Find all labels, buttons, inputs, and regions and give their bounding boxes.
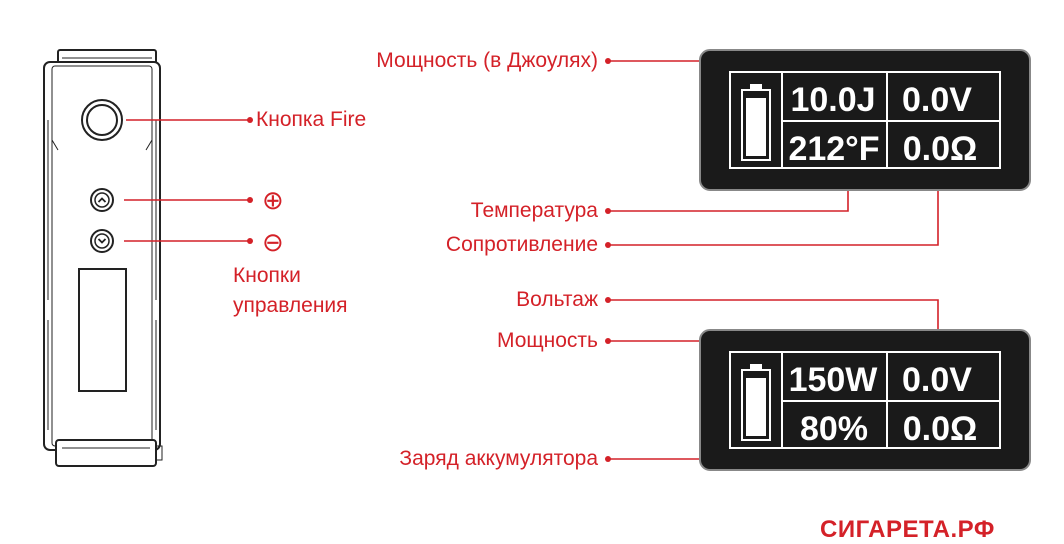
power-label: Мощность: [496, 329, 598, 352]
resistance-value: 0.0Ω: [903, 410, 978, 448]
chevron-up-icon: [97, 197, 107, 203]
display-screen-watts: 150W 0.0V 80% 0.0Ω: [699, 329, 1031, 471]
voltage-value: 0.0V: [902, 361, 972, 399]
control-buttons-label-line2: управления: [233, 294, 348, 317]
device: [43, 49, 163, 467]
device-screen: [78, 268, 127, 392]
resistance-value: 0.0Ω: [903, 130, 978, 168]
chevron-down-icon: [97, 238, 107, 244]
control-buttons-label-line1: Кнопки: [233, 264, 301, 287]
minus-symbol: ⊖: [262, 227, 284, 257]
battery-charge-value: 80%: [800, 410, 868, 448]
resistance-label: Сопротивление: [445, 233, 598, 256]
temperature-value: 212°F: [788, 130, 879, 168]
voltage-value: 0.0V: [902, 81, 972, 119]
leader-dots: [247, 58, 611, 462]
power-watts-value: 150W: [789, 361, 879, 399]
power-joules-label: Мощность (в Джоулях): [376, 49, 598, 72]
display-screen-joules: 10.0J 0.0V 212°F 0.0Ω: [699, 49, 1031, 191]
power-joules-value: 10.0J: [790, 81, 875, 119]
battery-icon: [741, 364, 771, 441]
plus-symbol: ⊕: [262, 185, 284, 215]
voltage-label: Вольтаж: [516, 288, 598, 311]
down-button[interactable]: [90, 229, 114, 253]
battery-charge-label: Заряд аккумулятора: [399, 447, 598, 470]
fire-button[interactable]: [81, 99, 123, 141]
temperature-label: Температура: [470, 199, 598, 222]
up-button[interactable]: [90, 188, 114, 212]
battery-icon: [741, 84, 771, 161]
brand-logo-text: СИГАРЕТА.РФ: [820, 516, 995, 543]
device-bottom-cap: [55, 439, 157, 467]
fire-button-label: Кнопка Fire: [256, 108, 367, 131]
